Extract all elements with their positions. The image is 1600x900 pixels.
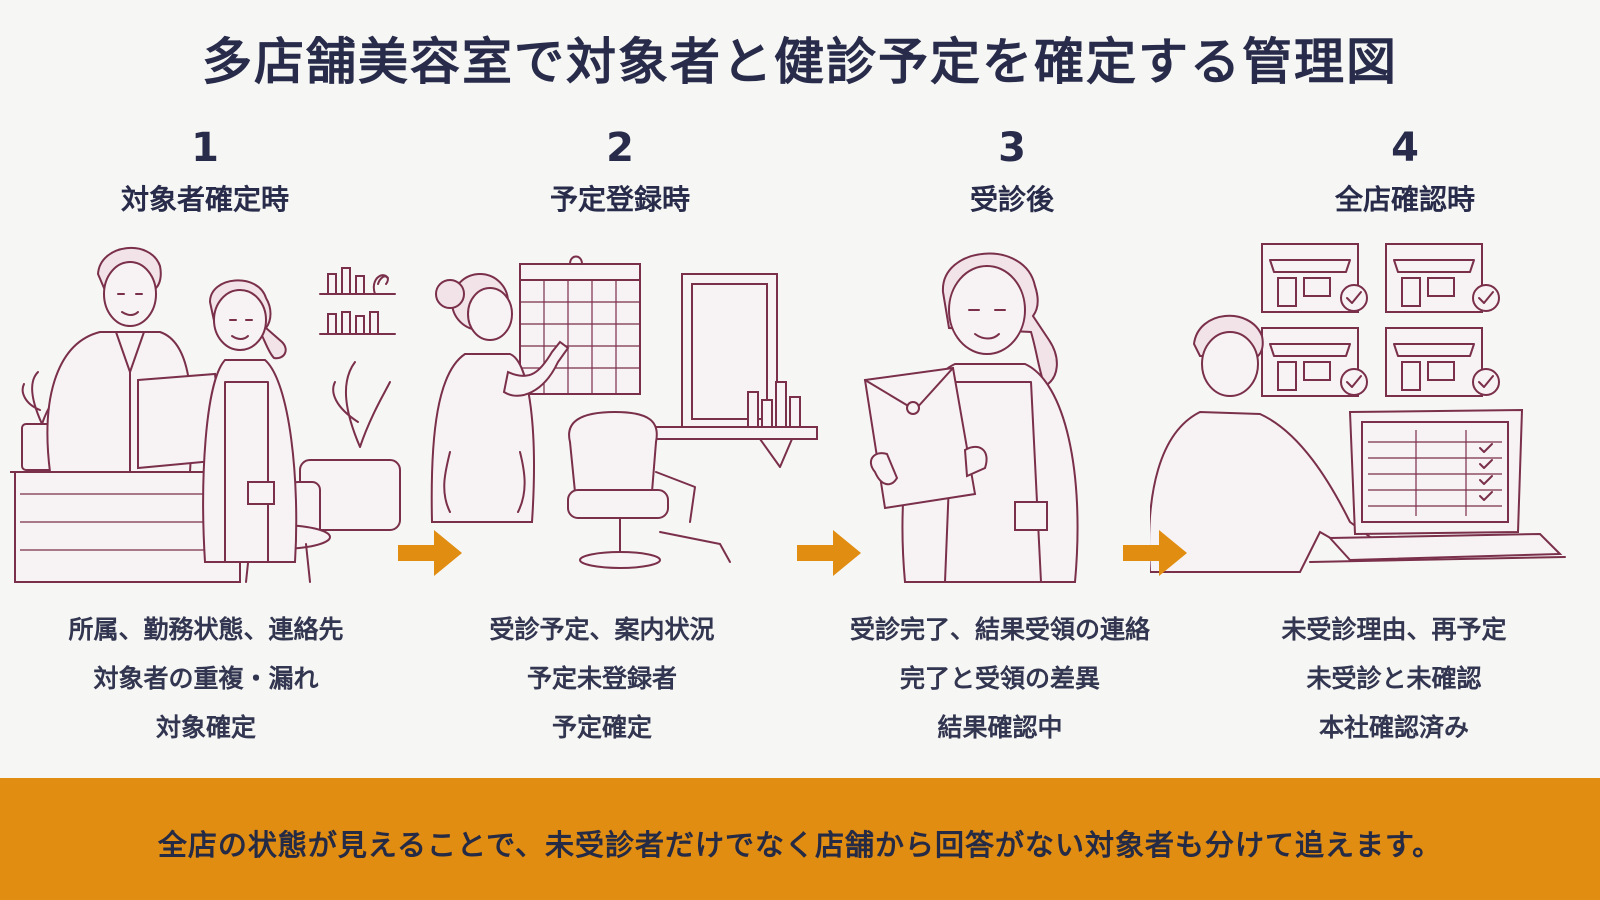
step-label: 全店確認時 xyxy=(1334,183,1475,216)
summary-banner: 全店の状態が見えることで、未受診者だけでなく店舗から回答がない対象者も分けて追え… xyxy=(0,778,1600,900)
description-line: 予定確定 xyxy=(551,713,652,742)
storefront-icon xyxy=(1261,327,1368,397)
step-number: 3 xyxy=(998,125,1026,171)
description-line: 未受診と未確認 xyxy=(1306,664,1482,693)
illustration-result-envelope xyxy=(835,232,1135,592)
step-2-description: 受診予定、案内状況 予定未登録者 予定確定 xyxy=(402,605,802,752)
description-line: 対象者の重複・漏れ xyxy=(93,664,319,693)
description-line: 予定未登録者 xyxy=(526,664,677,693)
step-3-description: 受診完了、結果受領の連絡 完了と受領の差異 結果確認中 xyxy=(800,605,1200,752)
description-line: 未受診理由、再予定 xyxy=(1281,615,1507,644)
step-1-header: 1 対象者確定時 xyxy=(15,122,395,218)
illustration-store-check xyxy=(1150,232,1570,592)
banner-text: 全店の状態が見えることで、未受診者だけでなく店舗から回答がない対象者も分けて追え… xyxy=(157,828,1443,862)
description-line: 所属、勤務状態、連絡先 xyxy=(68,615,344,644)
description-line: 対象確定 xyxy=(155,713,256,742)
description-line: 完了と受領の差異 xyxy=(899,664,1100,693)
step-1-description: 所属、勤務状態、連絡先 対象者の重複・漏れ 対象確定 xyxy=(6,605,406,752)
step-3-header: 3 受診後 xyxy=(822,122,1202,218)
step-number: 1 xyxy=(191,125,219,171)
step-label: 予定登録時 xyxy=(549,183,690,216)
arrow-right-icon xyxy=(797,528,861,578)
description-line: 結果確認中 xyxy=(937,713,1063,742)
description-line: 受診完了、結果受領の連絡 xyxy=(849,615,1150,644)
arrow-right-icon xyxy=(1123,528,1187,578)
page-title: 多店舗美容室で対象者と健診予定を確定する管理図 xyxy=(202,33,1398,91)
illustration-calendar-station xyxy=(420,232,820,592)
step-label: 対象者確定時 xyxy=(120,183,289,216)
step-number: 2 xyxy=(606,125,634,171)
description-line: 受診予定、案内状況 xyxy=(489,615,715,644)
storefront-icon xyxy=(1261,243,1368,313)
step-number: 4 xyxy=(1391,125,1419,171)
illustration-reception xyxy=(10,232,405,592)
description-line: 本社確認済み xyxy=(1318,713,1469,742)
step-4-header: 4 全店確認時 xyxy=(1215,122,1595,218)
step-2-header: 2 予定登録時 xyxy=(430,122,810,218)
step-4-description: 未受診理由、再予定 未受診と未確認 本社確認済み xyxy=(1194,605,1594,752)
step-label: 受診後 xyxy=(969,183,1054,216)
storefront-icon xyxy=(1385,243,1500,313)
storefront-icon xyxy=(1385,327,1500,397)
arrow-right-icon xyxy=(398,528,462,578)
